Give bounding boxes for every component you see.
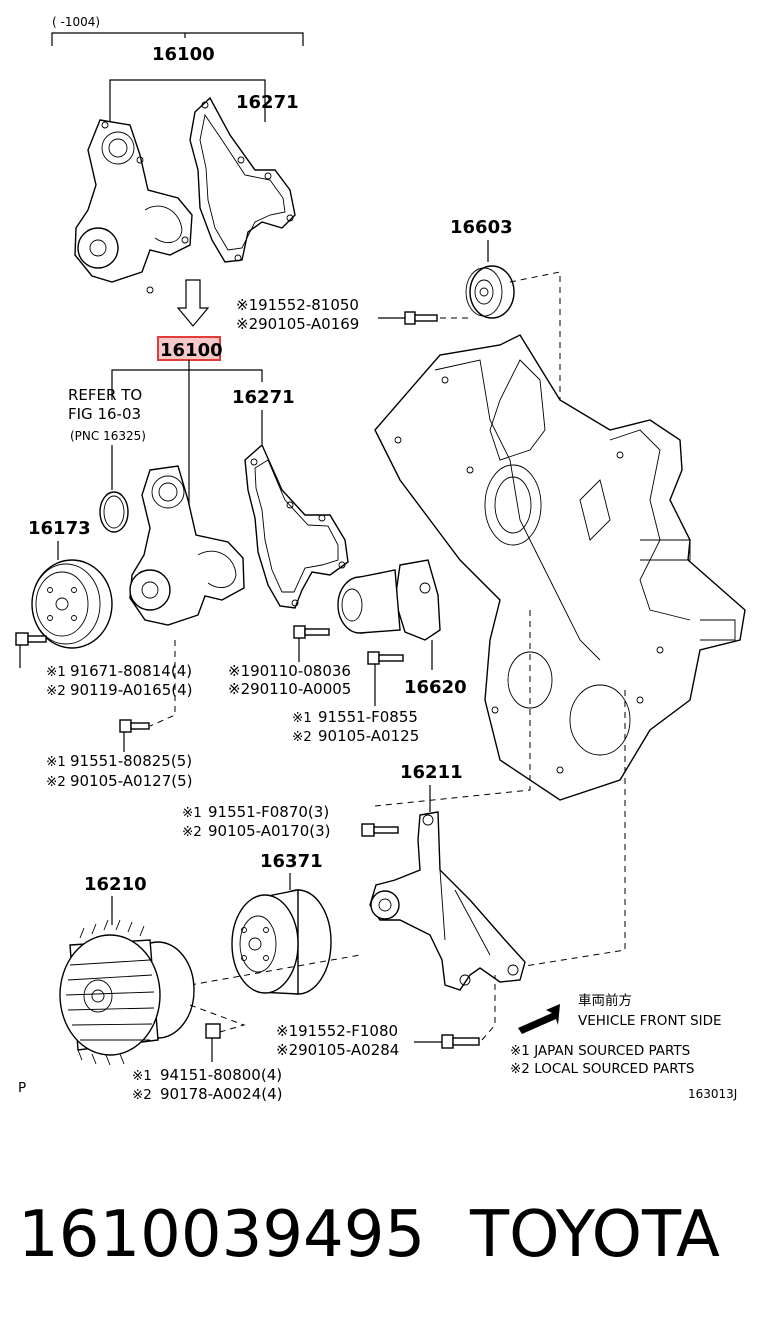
p-label: P xyxy=(18,1080,26,1096)
bolt-icon[interactable] xyxy=(15,632,47,646)
nut-16210-line2: 90178-A0024(4) xyxy=(160,1085,282,1103)
bolt-wp-line1: ※190110-08036 xyxy=(228,662,351,680)
bolt-16620-line1: 91551-F0855 xyxy=(318,708,418,726)
fan-clutch-16210[interactable] xyxy=(59,919,195,1066)
bolt-icon[interactable] xyxy=(293,625,330,639)
gasket-old[interactable] xyxy=(189,96,296,263)
label-16371: 16371 xyxy=(260,851,323,872)
bolt-pulley-line2: 90105-A0127(5) xyxy=(70,772,192,790)
supersede-arrow xyxy=(176,279,210,327)
bolt-pulley-line1: 91551-80825(5) xyxy=(70,752,192,770)
leader-16100-top xyxy=(109,79,266,122)
refer-line2: FIG 16-03 xyxy=(68,405,141,423)
bolt-16211-line1: 91551-F0870(3) xyxy=(208,803,329,821)
front-label-jp: 車両前方 xyxy=(578,992,632,1009)
bolt-16173-line1: 91671-80814(4) xyxy=(70,662,192,680)
note-local-sourced: ※2 LOCAL SOURCED PARTS xyxy=(510,1061,695,1077)
bolt-icon[interactable] xyxy=(361,823,399,837)
svg-text:※2: ※2 xyxy=(46,774,66,790)
bolt-16371-line2: ※290105-A0284 xyxy=(276,1041,399,1059)
highlight-16100[interactable]: 16100 xyxy=(157,336,223,361)
bolt-icon[interactable] xyxy=(404,311,438,325)
o-ring[interactable] xyxy=(99,491,129,533)
bolt-16603-line1: ※191552-81050 xyxy=(236,296,359,314)
bolt-icon[interactable] xyxy=(367,651,404,665)
tensioner-16620[interactable] xyxy=(337,559,441,641)
refer-line3: (PNC 16325) xyxy=(70,429,146,443)
label-16100-top: 16100 xyxy=(152,44,215,65)
bolt-16603-line2: ※290105-A0169 xyxy=(236,315,359,333)
label-16271: 16271 xyxy=(232,387,295,408)
note-japan-sourced: ※1 JAPAN SOURCED PARTS xyxy=(510,1043,690,1059)
label-16100-highlight: 16100 xyxy=(160,340,223,361)
svg-text:※1: ※1 xyxy=(46,664,66,680)
bolt-wp-line2: ※290110-A0005 xyxy=(228,680,351,698)
bolt-16211-line2: 90105-A0170(3) xyxy=(208,822,330,840)
svg-text:※2: ※2 xyxy=(182,824,202,840)
label-16173: 16173 xyxy=(28,518,91,539)
caption-brand: TOYOTA xyxy=(469,1198,720,1272)
label-16620: 16620 xyxy=(404,677,467,698)
front-label-en: VEHICLE FRONT SIDE xyxy=(578,1013,722,1029)
svg-text:※1: ※1 xyxy=(46,754,66,770)
svg-text:※1: ※1 xyxy=(132,1068,152,1084)
idler-pulley-16603[interactable] xyxy=(465,265,515,319)
fan-bracket-16211[interactable] xyxy=(369,811,526,991)
nut-16210-line1: 94151-80800(4) xyxy=(160,1066,282,1084)
pulley-16173[interactable] xyxy=(31,559,113,649)
water-pump-16100[interactable] xyxy=(129,465,245,626)
caption-part-number: 1610039495 xyxy=(18,1198,425,1272)
label-16210: 16210 xyxy=(84,874,147,895)
label-16603: 16603 xyxy=(450,217,513,238)
figure-code: 163013J xyxy=(688,1087,737,1101)
bolt-16371-line1: ※191552-F1080 xyxy=(276,1022,398,1040)
leader-16100 xyxy=(111,369,263,400)
refer-line1: REFER TO xyxy=(68,386,142,404)
fan-pulley-16371[interactable] xyxy=(231,889,332,995)
svg-text:※2: ※2 xyxy=(132,1087,152,1103)
range-label: ( -1004) xyxy=(52,15,100,29)
bolt-icon[interactable] xyxy=(119,719,150,733)
bolt-16620-line2: 90105-A0125 xyxy=(318,727,419,745)
bolt-icon[interactable] xyxy=(441,1034,480,1049)
label-16211: 16211 xyxy=(400,762,463,783)
svg-text:※2: ※2 xyxy=(292,729,312,745)
water-pump-old[interactable] xyxy=(74,119,193,294)
svg-text:※1: ※1 xyxy=(182,805,202,821)
nut-icon[interactable] xyxy=(205,1023,221,1039)
gasket-16271[interactable] xyxy=(244,443,349,609)
svg-text:※1: ※1 xyxy=(292,710,312,726)
label-16271-top: 16271 xyxy=(236,92,299,113)
svg-text:※2: ※2 xyxy=(46,683,66,699)
timing-chain-cover xyxy=(374,334,746,801)
range-bracket xyxy=(51,32,304,46)
bolt-16173-line2: 90119-A0165(4) xyxy=(70,681,192,699)
front-arrow-icon xyxy=(518,1004,560,1034)
